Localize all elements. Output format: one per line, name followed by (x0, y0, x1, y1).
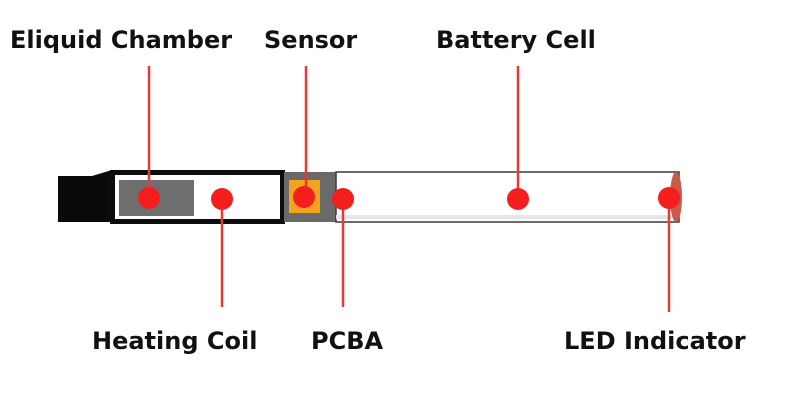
label-led-indicator: LED Indicator (564, 327, 746, 355)
label-pcba: PCBA (311, 327, 384, 355)
label-heating-coil: Heating Coil (92, 327, 258, 355)
marker-eliquid (138, 187, 160, 209)
marker-heating-coil (211, 188, 233, 210)
marker-led (658, 187, 680, 209)
label-battery-cell: Battery Cell (436, 26, 596, 54)
marker-sensor (293, 186, 315, 208)
label-sensor: Sensor (264, 26, 358, 54)
marker-battery (507, 188, 529, 210)
mouthpiece (58, 170, 112, 222)
marker-pcba (332, 188, 354, 210)
label-eliquid-chamber: Eliquid Chamber (10, 26, 233, 54)
